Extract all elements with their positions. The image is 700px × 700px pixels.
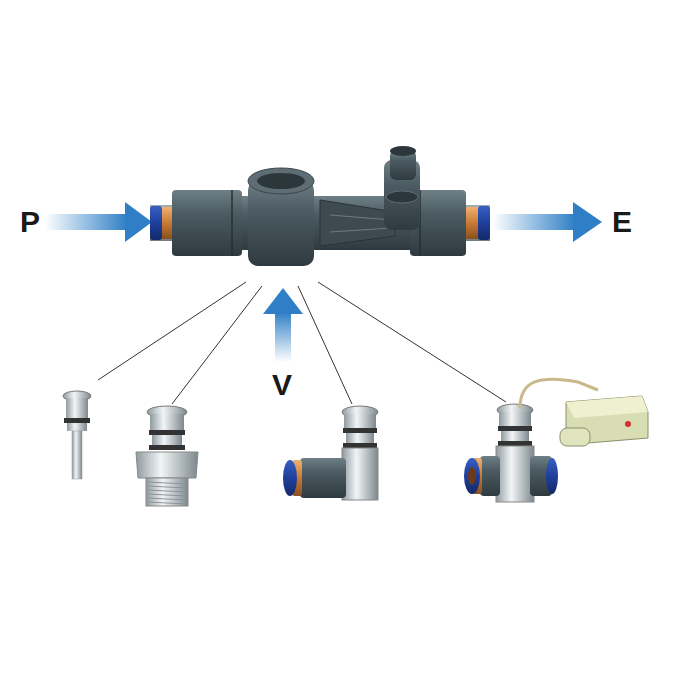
sensor-fitting bbox=[464, 379, 648, 502]
port-letter: E bbox=[612, 207, 632, 237]
exhaust-arrow bbox=[493, 202, 602, 242]
port-letter: P bbox=[20, 207, 40, 237]
vacuum-arrow bbox=[263, 288, 303, 362]
port-letter: V bbox=[272, 370, 292, 400]
ejector-body bbox=[150, 146, 490, 266]
threaded-insert bbox=[136, 406, 198, 506]
plug-insert bbox=[63, 391, 91, 479]
leader-lines bbox=[98, 282, 506, 404]
elbow-fitting bbox=[283, 406, 378, 500]
inlet-arrow bbox=[45, 202, 152, 242]
